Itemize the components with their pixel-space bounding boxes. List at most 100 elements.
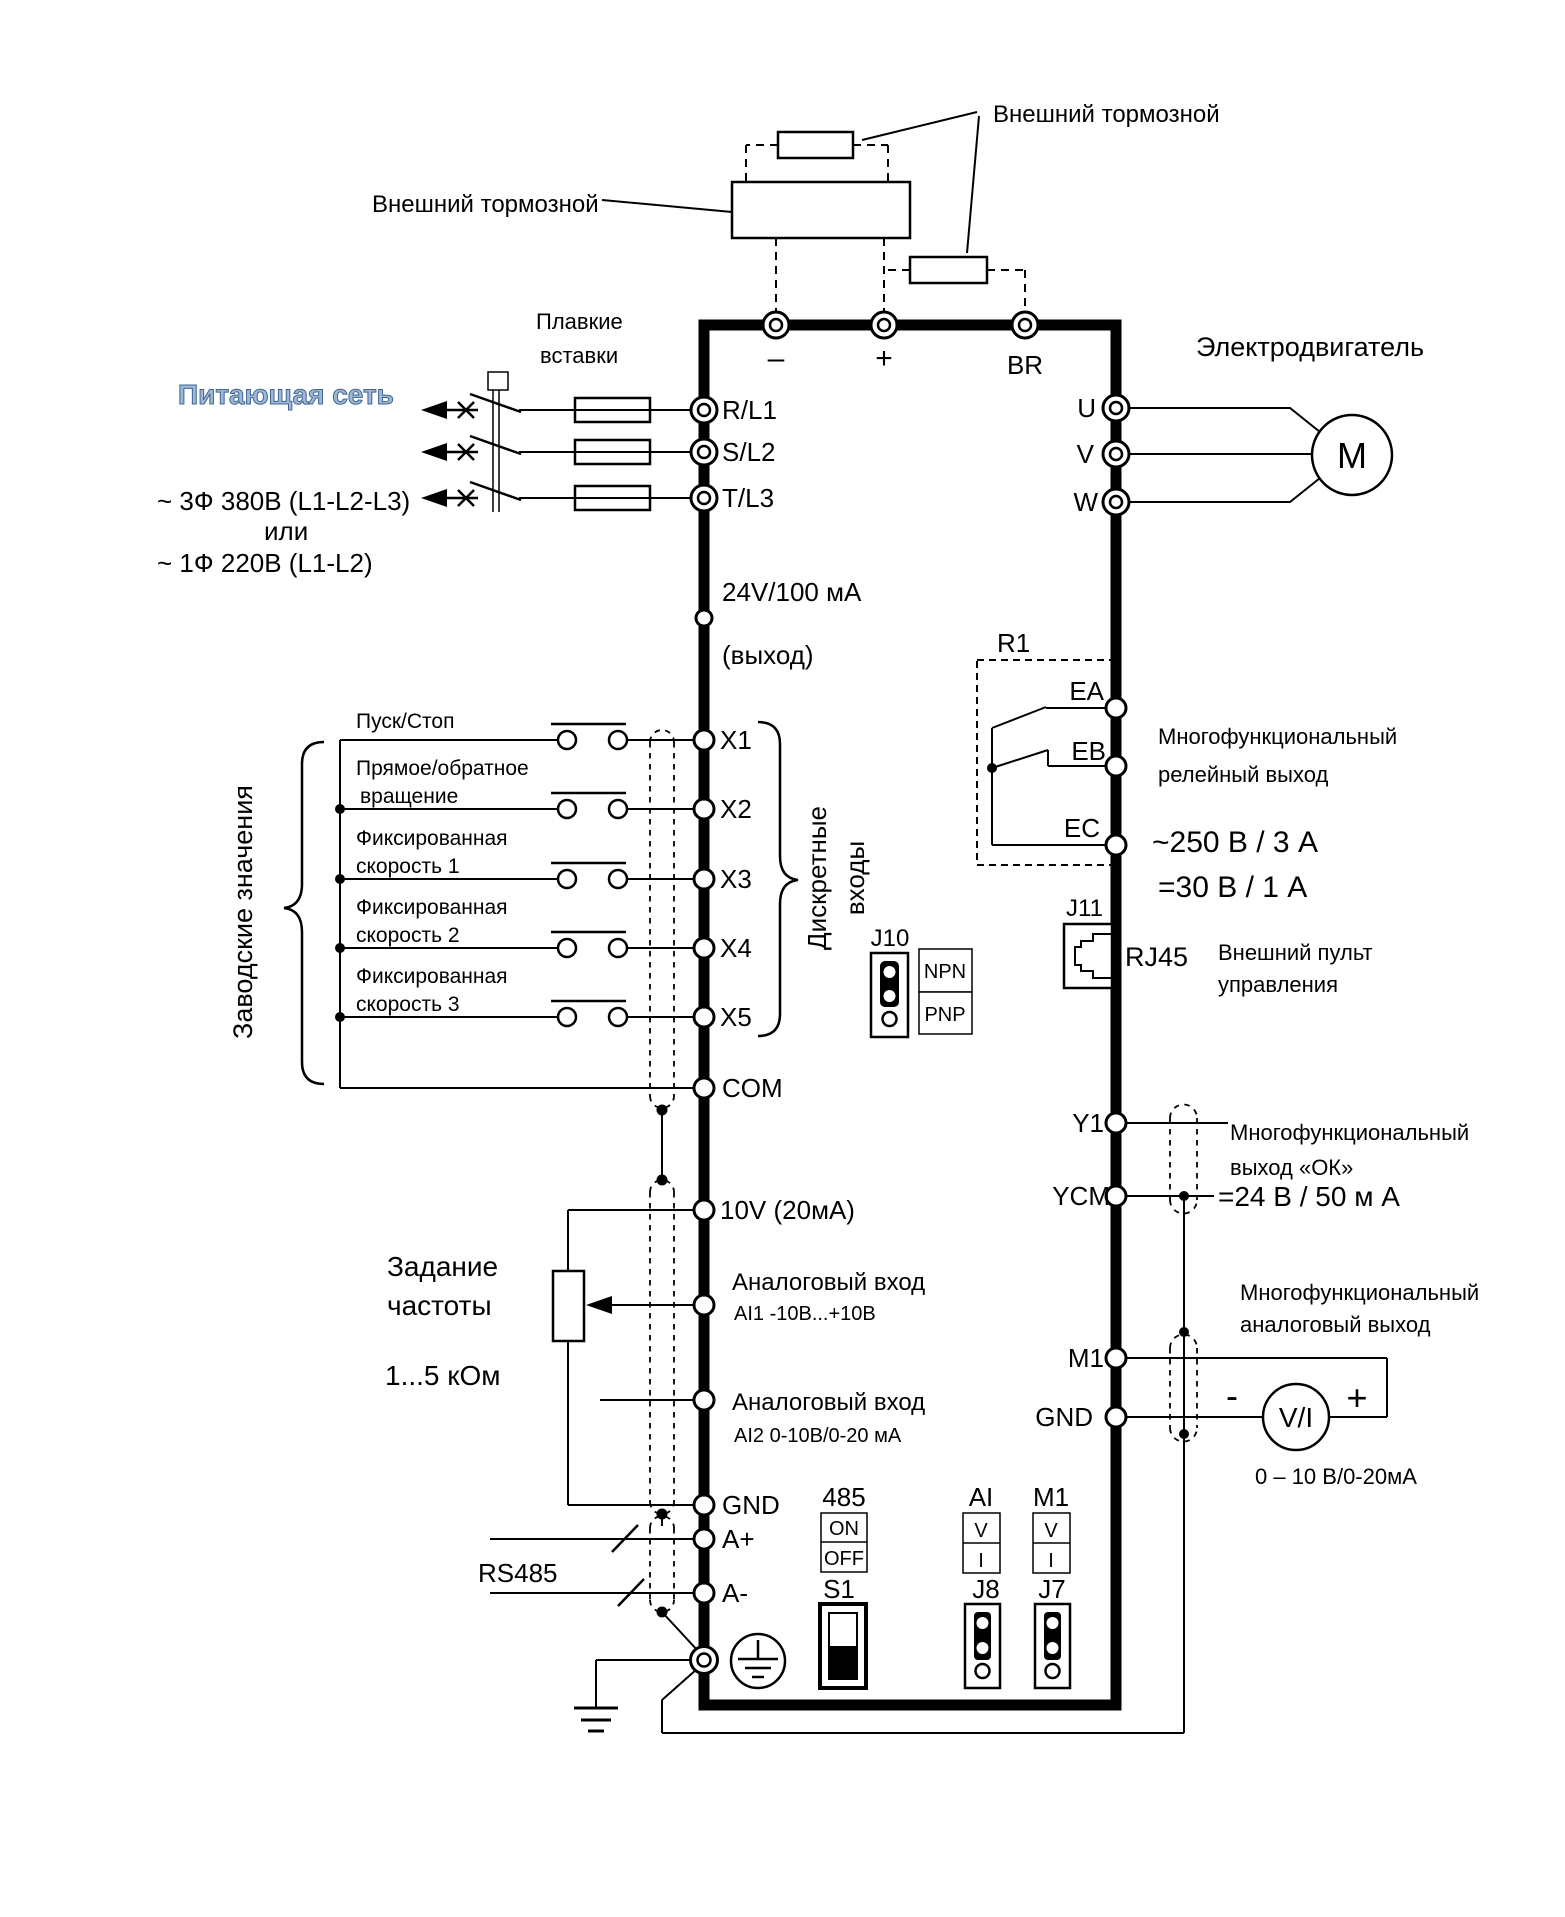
terminal-aminus-label: A- xyxy=(722,1578,748,1608)
m1-i-label: I xyxy=(1048,1550,1054,1572)
oc-desc-2: выход «ОК» xyxy=(1230,1155,1353,1180)
keypad-desc-2: управления xyxy=(1218,972,1338,997)
terminal-m1-label: M1 xyxy=(1068,1343,1104,1373)
fuse-r xyxy=(573,396,652,424)
supply-spec-1: ~ 3Ф 380В (L1-L2-L3) xyxy=(157,486,410,516)
defaults-brace xyxy=(283,740,325,1086)
x3-function-label-1: Фиксированная xyxy=(356,827,508,850)
terminal-x2-label: X2 xyxy=(720,794,752,824)
rs485-section: A+ A- RS485 xyxy=(478,1515,755,1653)
terminal-x3-label: X3 xyxy=(720,864,752,894)
digital-inputs: X1 X2 X3 X4 X5 COM Пуск/Стоп Прямое/обра… xyxy=(228,710,870,1186)
terminal-br-label: BR xyxy=(1007,350,1043,380)
x2-function-label-1: Прямое/обратное xyxy=(356,757,529,780)
ai-v-label: V xyxy=(974,1520,988,1542)
terminal-ycm-label: YCM xyxy=(1052,1181,1110,1211)
digital-inputs-label-1: Дискретные xyxy=(802,806,832,950)
terminal-w-label: W xyxy=(1073,487,1098,517)
x5-function-label-1: Фиксированная xyxy=(356,965,508,988)
relay-name: R1 xyxy=(997,628,1030,658)
ai1-title: Аналоговый вход xyxy=(732,1269,925,1296)
inverter-body xyxy=(698,319,1122,1711)
ao-desc-1: Многофункциональный xyxy=(1240,1280,1479,1305)
j10-npn-label: NPN xyxy=(924,961,966,983)
terminal-x4-label: X4 xyxy=(720,933,752,963)
meter-minus: - xyxy=(1226,1375,1238,1416)
oc-desc-1: Многофункциональный xyxy=(1230,1120,1469,1145)
ai2-sub: AI2 0-10В/0-20 мА xyxy=(734,1425,902,1447)
aux-24v-sub: (выход) xyxy=(722,640,814,670)
terminal-s-label: S/L2 xyxy=(722,437,776,467)
x4-function-label-1: Фиксированная xyxy=(356,896,508,919)
switch-linkage-box xyxy=(487,371,509,391)
relay-ec-label: EC xyxy=(1064,813,1100,843)
fuse-label-1: Плавкие xyxy=(536,309,623,334)
rj45-label: RJ45 xyxy=(1125,942,1188,972)
oc-rating: =24 В / 50 м А xyxy=(1218,1181,1400,1212)
brake-resistor-2 xyxy=(908,255,989,285)
analog-inputs: 10V (20мА) Аналоговый вход AI1 -10В...+1… xyxy=(385,1179,925,1526)
j7-label: J7 xyxy=(1038,1574,1065,1604)
motor-m-label: M xyxy=(1337,435,1367,476)
ao-desc-2: аналоговый выход xyxy=(1240,1312,1431,1337)
terminal-com-label: COM xyxy=(722,1073,783,1103)
leader-left xyxy=(601,199,733,213)
dc-terminals: – + BR xyxy=(761,310,1043,380)
meter-label: V/I xyxy=(1279,1402,1313,1433)
terminal-minus-label: – xyxy=(768,342,785,375)
j10-label: J10 xyxy=(871,925,910,952)
j11-label: J11 xyxy=(1066,895,1103,922)
supply-spec-3: ~ 1Ф 220В (L1-L2) xyxy=(157,548,373,578)
m1-switch-title: M1 xyxy=(1033,1482,1069,1512)
x4-function-label-2: скорость 2 xyxy=(356,924,460,947)
defaults-label: Заводские значения xyxy=(228,785,258,1039)
terminal-gnd-left-label: GND xyxy=(722,1490,780,1520)
supply-spec-2: или xyxy=(264,516,308,546)
ai-i-label: I xyxy=(978,1550,984,1572)
ai-switch-title: AI xyxy=(969,1482,994,1512)
rs485-label: RS485 xyxy=(478,1558,558,1588)
ai1-sub: AI1 -10В...+10В xyxy=(734,1303,876,1325)
phase-t xyxy=(421,480,690,512)
freq-task-2: частоты xyxy=(387,1290,492,1321)
freq-task-1: Задание xyxy=(387,1251,498,1282)
fuse-t xyxy=(573,484,652,512)
j7-jumper-icon xyxy=(1033,1602,1072,1690)
terminal-x1-label: X1 xyxy=(720,725,752,755)
braking-label-top: Внешний тормозной xyxy=(993,101,1220,128)
x5-function-label-2: скорость 3 xyxy=(356,993,460,1016)
braking-label-left: Внешний тормозной xyxy=(372,191,599,218)
s1-switch-icon xyxy=(818,1602,868,1690)
fuse-s xyxy=(573,438,652,466)
leader-top-2 xyxy=(966,115,980,254)
x1-function-label: Пуск/Стоп xyxy=(356,710,454,733)
pot-wiper-arrow xyxy=(586,1296,612,1314)
relay-box xyxy=(976,659,1113,866)
x3-function-label-2: скорость 1 xyxy=(356,855,460,878)
meter-icon xyxy=(1261,1382,1331,1452)
digital-cable-shield xyxy=(649,729,675,1186)
relay-desc-2: релейный выход xyxy=(1158,762,1328,787)
relay-eb-label: EB xyxy=(1071,736,1106,766)
digital-inputs-label-2: входы xyxy=(840,841,870,915)
m1-v-label: V xyxy=(1044,1520,1058,1542)
j8-label: J8 xyxy=(972,1574,999,1604)
terminal-plus-label: + xyxy=(875,342,893,375)
s485-on-label: ON xyxy=(829,1518,859,1540)
supply-section: Питающая сеть ~ 3Ф 380В (L1-L2-L3) или ~… xyxy=(157,309,777,578)
config-switches: 485 ON OFF S1 AI V I J8 M1 V I J7 xyxy=(818,1482,1072,1690)
earth-icon xyxy=(729,1632,787,1690)
aux-24v: 24V/100 мА (выход) xyxy=(694,577,862,670)
pot-value: 1...5 кОм xyxy=(385,1360,501,1391)
terminal-gnd-right-label: GND xyxy=(1035,1402,1093,1432)
terminal-y1-label: Y1 xyxy=(1072,1108,1104,1138)
supply-title: Питающая сеть xyxy=(178,379,394,410)
ao-range: 0 – 10 В/0-20мА xyxy=(1255,1464,1417,1489)
relay-desc-1: Многофункциональный xyxy=(1158,724,1397,749)
motor-title: Электродвигатель xyxy=(1196,332,1424,362)
relay-rating-ac: ~250 В / 3 А xyxy=(1152,826,1318,859)
digital-brace xyxy=(757,720,799,1038)
s485-off-label: OFF xyxy=(824,1548,864,1570)
